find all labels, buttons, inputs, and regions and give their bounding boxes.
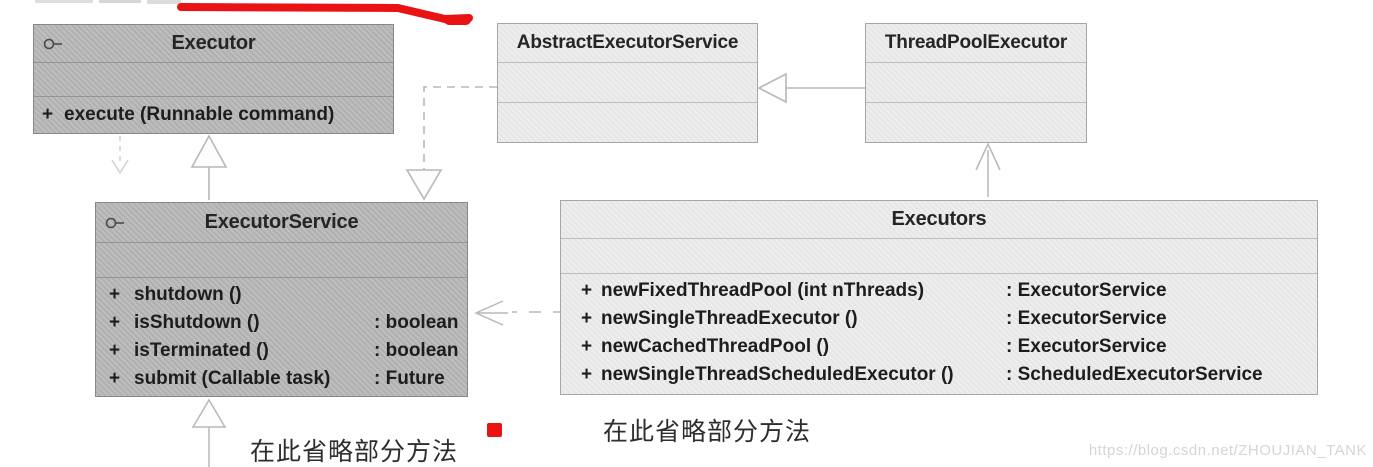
method-row: + newFixedThreadPool (int nThreads) : Ex… [561, 277, 1317, 305]
visibility-plus: + [109, 368, 121, 389]
realization-abstractexecutorservice-to-executorservice [405, 86, 497, 201]
red-marker-dot [487, 423, 502, 437]
attributes-compartment-empty [34, 63, 393, 97]
class-title-bar: AbstractExecutorService [498, 24, 757, 63]
method-return-type: : ExecutorService [1006, 336, 1167, 357]
scan-edge-artifact [35, 0, 181, 4]
attributes-compartment-empty [561, 239, 1317, 274]
methods-compartment: + newFixedThreadPool (int nThreads) : Ex… [561, 274, 1317, 394]
method-return-type: : boolean [374, 340, 459, 361]
attributes-compartment-empty [866, 63, 1086, 103]
method-return-type: : boolean [374, 312, 459, 333]
generalization-executorservice-to-executor [190, 134, 228, 200]
method-return-type: : ExecutorService [1006, 308, 1167, 329]
visibility-plus: + [109, 340, 121, 361]
interface-lollipop-icon [43, 38, 62, 49]
omitted-methods-note-left: 在此省略部分方法 [250, 439, 459, 466]
methods-compartment: + execute (Runnable command) [34, 97, 393, 133]
method-row: + isTerminated () : boolean [96, 337, 467, 365]
class-title-bar: ExecutorService [96, 203, 467, 243]
interface-lollipop-icon [105, 217, 124, 228]
method-signature: newSingleThreadScheduledExecutor () [601, 364, 954, 385]
class-name: AbstractExecutorService [516, 32, 739, 53]
visibility-plus: + [581, 308, 593, 329]
generalization-truncated-to-executorservice [191, 398, 227, 467]
visibility-plus: + [109, 312, 121, 333]
visibility-plus: + [581, 336, 593, 357]
methods-compartment-empty [866, 103, 1086, 142]
attributes-compartment-empty [96, 243, 467, 278]
method-signature: newCachedThreadPool () [601, 336, 830, 357]
generalization-threadpoolexecutor-to-abstractexecutorservice [757, 72, 865, 104]
attributes-compartment-empty [498, 63, 757, 103]
omitted-methods-note-right: 在此省略部分方法 [603, 419, 812, 446]
class-title-bar: ThreadPoolExecutor [866, 24, 1086, 63]
method-return-type: : ScheduledExecutorService [1006, 364, 1263, 385]
class-box-executors: Executors + newFixedThreadPool (int nThr… [560, 200, 1318, 395]
method-row: + newCachedThreadPool () : ExecutorServi… [561, 333, 1317, 361]
method-row: + newSingleThreadExecutor () : ExecutorS… [561, 305, 1317, 333]
method-signature: newFixedThreadPool (int nThreads) [601, 280, 925, 301]
class-title-bar: Executor [34, 25, 393, 63]
class-name: Executors [891, 208, 987, 230]
class-box-executor: Executor + execute (Runnable command) [33, 24, 394, 134]
dashed-arrow-truncated-under-executor [111, 136, 129, 175]
dependency-arrow-executors-to-executorservice [474, 300, 565, 326]
class-box-threadpoolexecutor: ThreadPoolExecutor [865, 23, 1087, 143]
visibility-plus: + [581, 280, 593, 301]
method-row: + shutdown () [96, 281, 467, 309]
method-signature: submit (Callable task) [134, 368, 331, 389]
class-box-executorservice: ExecutorService + shutdown () + isShutdo… [95, 202, 468, 397]
method-return-type: : ExecutorService [1006, 280, 1167, 301]
class-name: Executor [171, 32, 256, 54]
method-return-type: : Future [374, 368, 445, 389]
creates-arrow-executors-to-threadpoolexecutor [975, 142, 1001, 197]
method-row: + newSingleThreadScheduledExecutor () : … [561, 361, 1317, 389]
methods-compartment-empty [498, 103, 757, 142]
method-signature: execute (Runnable command) [64, 103, 335, 125]
method-signature: isShutdown () [134, 312, 260, 333]
method-signature: newSingleThreadExecutor () [601, 308, 858, 329]
class-box-abstractexecutorservice: AbstractExecutorService [497, 23, 758, 143]
method-signature: shutdown () [134, 284, 242, 305]
visibility-plus: + [42, 103, 54, 125]
class-name: ThreadPoolExecutor [884, 32, 1068, 53]
method-signature: isTerminated () [134, 340, 269, 361]
class-title-bar: Executors [561, 201, 1317, 239]
methods-compartment: + shutdown () + isShutdown () : boolean … [96, 278, 467, 396]
watermark-text: https://blog.csdn.net/ZHOUJIAN_TANK [1088, 442, 1367, 459]
visibility-plus: + [581, 364, 593, 385]
method-row: + isShutdown () : boolean [96, 309, 467, 337]
method-row: + execute (Runnable command) [34, 97, 393, 132]
class-name: ExecutorService [204, 211, 359, 233]
visibility-plus: + [109, 284, 121, 305]
method-row: + submit (Callable task) : Future [96, 365, 467, 393]
red-marker-stroke [177, 3, 473, 23]
